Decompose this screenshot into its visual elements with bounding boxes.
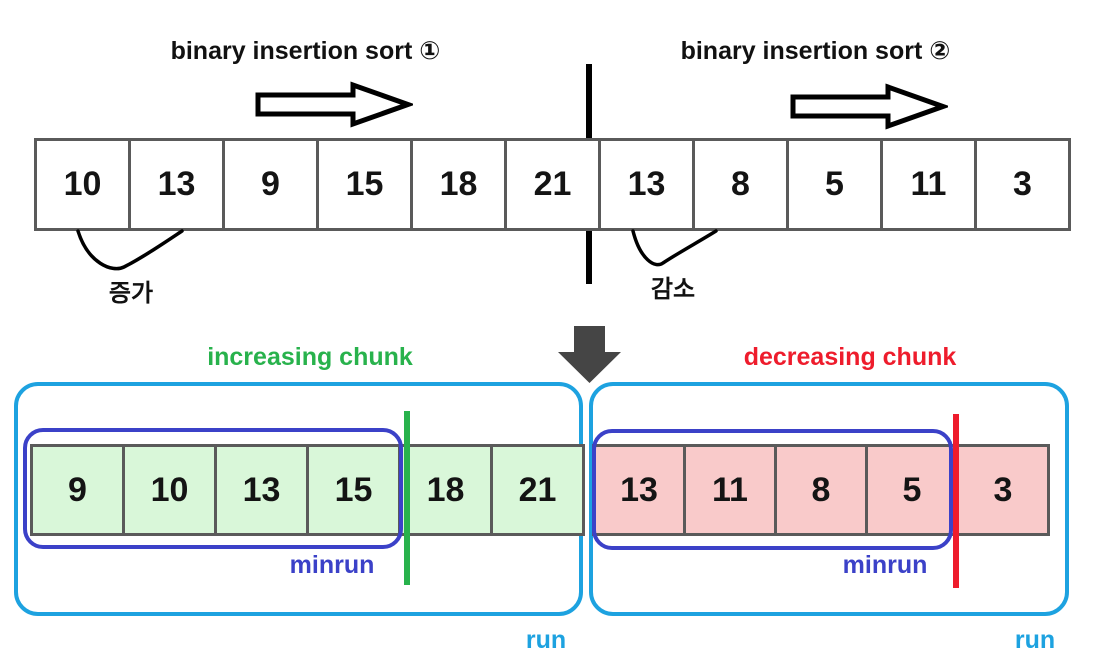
run-label-right: run: [1014, 626, 1056, 654]
run-box-right: [589, 382, 1069, 616]
array-cell: 21: [504, 138, 601, 231]
array-cell: 8: [774, 444, 868, 536]
right-arrow-icon: [790, 83, 948, 130]
minrun-boundary-line-green: [404, 411, 410, 585]
array-cell: 18: [410, 138, 507, 231]
decreasing-chunk-label: decreasing chunk: [743, 343, 957, 371]
array-cell: 11: [683, 444, 777, 536]
array-cell: 15: [316, 138, 413, 231]
array-cell: 13: [214, 444, 309, 536]
title-binary-insertion-sort-1: binary insertion sort ①: [170, 37, 441, 65]
minrun-label-right: minrun: [842, 551, 928, 579]
array-cell: 5: [786, 138, 883, 231]
minrun-boundary-line-red: [953, 414, 959, 588]
increasing-chunk-label: increasing chunk: [207, 343, 413, 371]
decrease-curve-icon: [631, 229, 718, 267]
down-arrow-icon: [558, 326, 621, 383]
array-cell: 10: [34, 138, 131, 231]
array-cell: 13: [598, 138, 695, 231]
run-label-left: run: [525, 626, 567, 654]
array-cell: 13: [592, 444, 686, 536]
array-cell: 15: [306, 444, 401, 536]
array-cell: 8: [692, 138, 789, 231]
decrease-label: 감소: [650, 276, 696, 303]
array-cell: 13: [128, 138, 225, 231]
increase-curve-icon: [76, 229, 184, 271]
array-cell: 21: [490, 444, 585, 536]
right-arrow-icon: [255, 81, 413, 128]
decreasing-run-row: 13 11 8 5 3: [592, 444, 1050, 536]
array-cell: 3: [974, 138, 1071, 231]
array-cell: 10: [122, 444, 217, 536]
array-cell: 11: [880, 138, 977, 231]
array-cell: 18: [398, 444, 493, 536]
title-binary-insertion-sort-2: binary insertion sort ②: [680, 37, 951, 65]
array-cell: 3: [956, 444, 1050, 536]
array-cell: 5: [865, 444, 959, 536]
increasing-run-row: 9 10 13 15 18 21: [30, 444, 585, 536]
minrun-label-left: minrun: [289, 551, 375, 579]
top-array-row: 10 13 9 15 18 21 13 8 5 11 3: [34, 138, 1071, 231]
array-cell: 9: [222, 138, 319, 231]
increase-label: 증가: [108, 280, 154, 307]
array-cell: 9: [30, 444, 125, 536]
